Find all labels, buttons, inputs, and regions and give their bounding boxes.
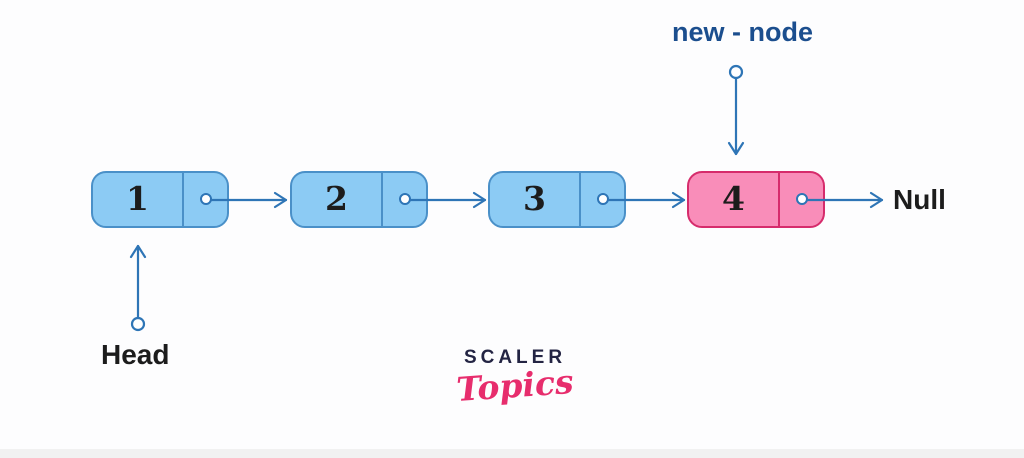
pointer-dot-icon [399,193,411,205]
list-node-2: 2 [290,171,428,228]
node-next-pointer-cell [579,173,624,226]
node-value: 3 [523,179,546,218]
bottom-edge-shade [0,449,1024,458]
null-label: Null [893,184,946,215]
list-node-3: 3 [488,171,626,228]
pointer-dot-icon [796,193,808,205]
node-next-pointer-cell [182,173,227,226]
list-node-1: 1 [91,171,229,228]
node-value: 2 [325,179,348,218]
pointer-dot-icon [597,193,609,205]
list-node-4-new: 4 [687,171,825,228]
node-value: 1 [126,179,149,218]
new-node-pointer-arrow [727,64,745,156]
node-next-pointer-cell [778,173,823,226]
scaler-topics-logo: SCALER Topics [440,347,590,409]
pointer-dot-icon [200,193,212,205]
head-label: Head [101,339,170,370]
node-next-pointer-cell [381,173,426,226]
logo-brand-text: SCALER [463,347,567,368]
head-pointer-arrow [129,244,147,332]
new-node-label: new - node [672,17,813,47]
node-value: 4 [722,179,745,218]
